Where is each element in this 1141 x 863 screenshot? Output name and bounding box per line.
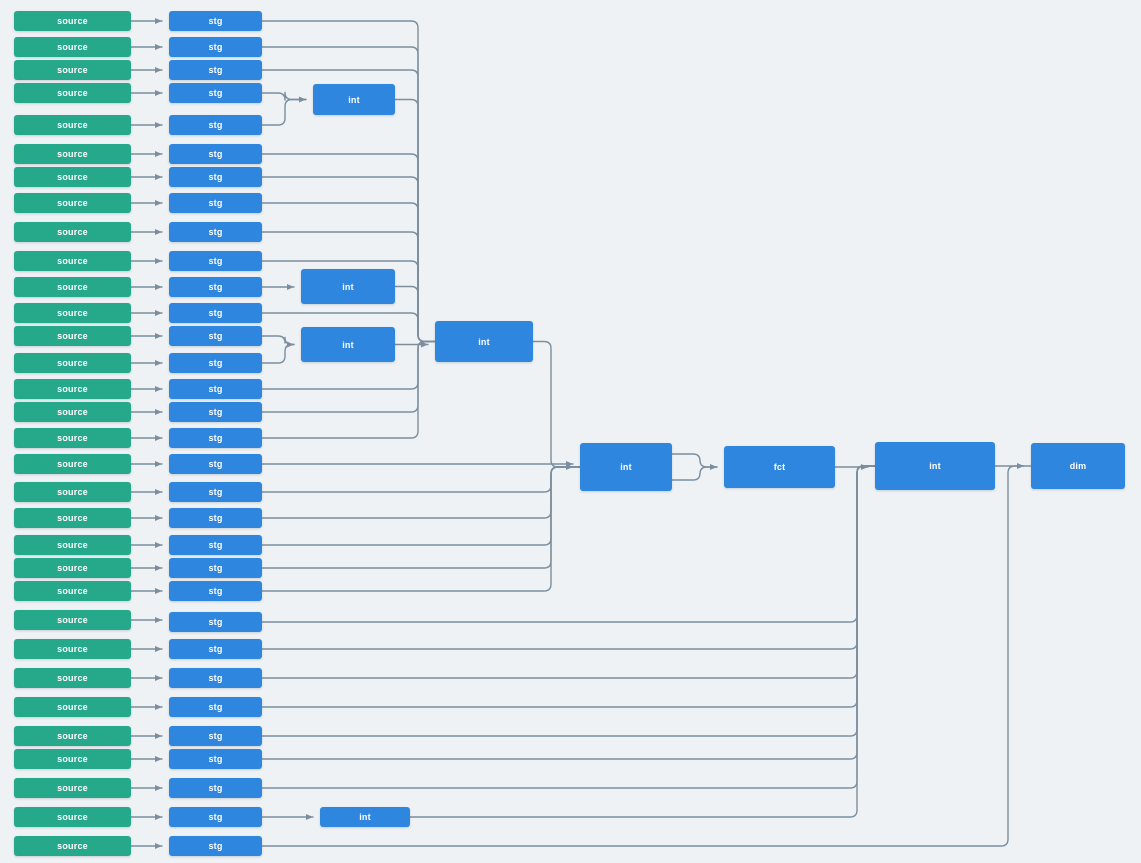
- node-stg-stg5[interactable]: stg: [169, 115, 262, 135]
- node-int-int7[interactable]: int: [320, 807, 410, 827]
- node-int-int4[interactable]: int: [435, 321, 533, 362]
- node-stg-stg24[interactable]: stg: [169, 612, 262, 632]
- edge-merge-bottom: [261, 343, 295, 364]
- node-source-src18[interactable]: source: [14, 454, 131, 474]
- edge-merge-top: [261, 91, 307, 103]
- node-source-src10[interactable]: source: [14, 251, 131, 271]
- node-dim-dim1[interactable]: dim: [1031, 443, 1125, 489]
- node-stg-stg17[interactable]: stg: [169, 428, 262, 448]
- node-stg-stg6[interactable]: stg: [169, 144, 262, 164]
- node-stg-stg13[interactable]: stg: [169, 326, 262, 346]
- node-source-src31[interactable]: source: [14, 807, 131, 827]
- node-stg-stg31[interactable]: stg: [169, 807, 262, 827]
- node-source-src27[interactable]: source: [14, 697, 131, 717]
- node-source-src8[interactable]: source: [14, 193, 131, 213]
- node-source-src7[interactable]: source: [14, 167, 131, 187]
- node-source-src12[interactable]: source: [14, 303, 131, 323]
- node-source-src16[interactable]: source: [14, 402, 131, 422]
- node-stg-stg9[interactable]: stg: [169, 222, 262, 242]
- node-stg-stg19[interactable]: stg: [169, 482, 262, 502]
- node-source-src14[interactable]: source: [14, 353, 131, 373]
- node-stg-stg1[interactable]: stg: [169, 11, 262, 31]
- node-stg-stg3[interactable]: stg: [169, 60, 262, 80]
- node-source-src21[interactable]: source: [14, 535, 131, 555]
- edge-bus-middle: [261, 466, 581, 592]
- edge-bus-middle: [261, 466, 581, 546]
- node-source-src11[interactable]: source: [14, 277, 131, 297]
- node-stg-stg8[interactable]: stg: [169, 193, 262, 213]
- node-stg-stg32[interactable]: stg: [169, 836, 262, 856]
- node-source-src17[interactable]: source: [14, 428, 131, 448]
- node-stg-stg4[interactable]: stg: [169, 83, 262, 103]
- edge-merge-bottom: [261, 98, 307, 126]
- edge-int5-to-fct-a: [671, 453, 718, 470]
- node-source-src28[interactable]: source: [14, 726, 131, 746]
- node-int-int1[interactable]: int: [313, 84, 395, 115]
- edge-bus-lower: [409, 465, 876, 818]
- edge-int5-to-fct-b: [671, 466, 718, 481]
- node-stg-stg27[interactable]: stg: [169, 697, 262, 717]
- edge-bus-lower: [261, 465, 876, 708]
- node-stg-stg15[interactable]: stg: [169, 379, 262, 399]
- node-stg-stg12[interactable]: stg: [169, 303, 262, 323]
- node-stg-stg25[interactable]: stg: [169, 639, 262, 659]
- node-stg-stg21[interactable]: stg: [169, 535, 262, 555]
- edge-bus-far: [261, 465, 1032, 847]
- node-source-src2[interactable]: source: [14, 37, 131, 57]
- node-source-src15[interactable]: source: [14, 379, 131, 399]
- node-stg-stg18[interactable]: stg: [169, 454, 262, 474]
- node-stg-stg16[interactable]: stg: [169, 402, 262, 422]
- node-source-src19[interactable]: source: [14, 482, 131, 502]
- node-source-src25[interactable]: source: [14, 639, 131, 659]
- node-stg-stg23[interactable]: stg: [169, 581, 262, 601]
- node-stg-stg29[interactable]: stg: [169, 749, 262, 769]
- node-stg-stg30[interactable]: stg: [169, 778, 262, 798]
- edge-int4-to-int5: [532, 340, 574, 470]
- node-source-src1[interactable]: source: [14, 11, 131, 31]
- edge-bus-lower: [261, 465, 876, 623]
- node-stg-stg10[interactable]: stg: [169, 251, 262, 271]
- edge-bus-upper: [394, 98, 436, 343]
- edge-bus-upper: [261, 340, 436, 439]
- node-int-int3[interactable]: int: [301, 327, 395, 362]
- edge-bus-lower: [261, 465, 876, 737]
- edge-bus-upper: [261, 176, 436, 343]
- node-stg-stg28[interactable]: stg: [169, 726, 262, 746]
- edge-bus-upper: [394, 285, 436, 343]
- edge-bus-lower: [261, 465, 876, 789]
- node-source-src6[interactable]: source: [14, 144, 131, 164]
- edge-bus-lower: [261, 465, 876, 760]
- edge-bus-middle: [261, 466, 581, 493]
- node-fct-fct1[interactable]: fct: [724, 446, 835, 488]
- node-source-src24[interactable]: source: [14, 610, 131, 630]
- node-stg-stg20[interactable]: stg: [169, 508, 262, 528]
- node-stg-stg26[interactable]: stg: [169, 668, 262, 688]
- node-source-src32[interactable]: source: [14, 836, 131, 856]
- node-source-src4[interactable]: source: [14, 83, 131, 103]
- node-source-src20[interactable]: source: [14, 508, 131, 528]
- node-int-int6[interactable]: int: [875, 442, 995, 490]
- node-stg-stg2[interactable]: stg: [169, 37, 262, 57]
- node-source-src13[interactable]: source: [14, 326, 131, 346]
- node-source-src9[interactable]: source: [14, 222, 131, 242]
- node-stg-stg11[interactable]: stg: [169, 277, 262, 297]
- edge-bus-lower: [261, 465, 876, 679]
- node-source-src29[interactable]: source: [14, 749, 131, 769]
- node-int-int5[interactable]: int: [580, 443, 672, 491]
- node-stg-stg7[interactable]: stg: [169, 167, 262, 187]
- node-int-int2[interactable]: int: [301, 269, 395, 304]
- node-source-src23[interactable]: source: [14, 581, 131, 601]
- node-source-src26[interactable]: source: [14, 668, 131, 688]
- node-stg-stg14[interactable]: stg: [169, 353, 262, 373]
- node-source-src3[interactable]: source: [14, 60, 131, 80]
- edge-merge-top: [261, 335, 295, 348]
- node-stg-stg22[interactable]: stg: [169, 558, 262, 578]
- node-source-src5[interactable]: source: [14, 115, 131, 135]
- node-source-src30[interactable]: source: [14, 778, 131, 798]
- node-source-src22[interactable]: source: [14, 558, 131, 578]
